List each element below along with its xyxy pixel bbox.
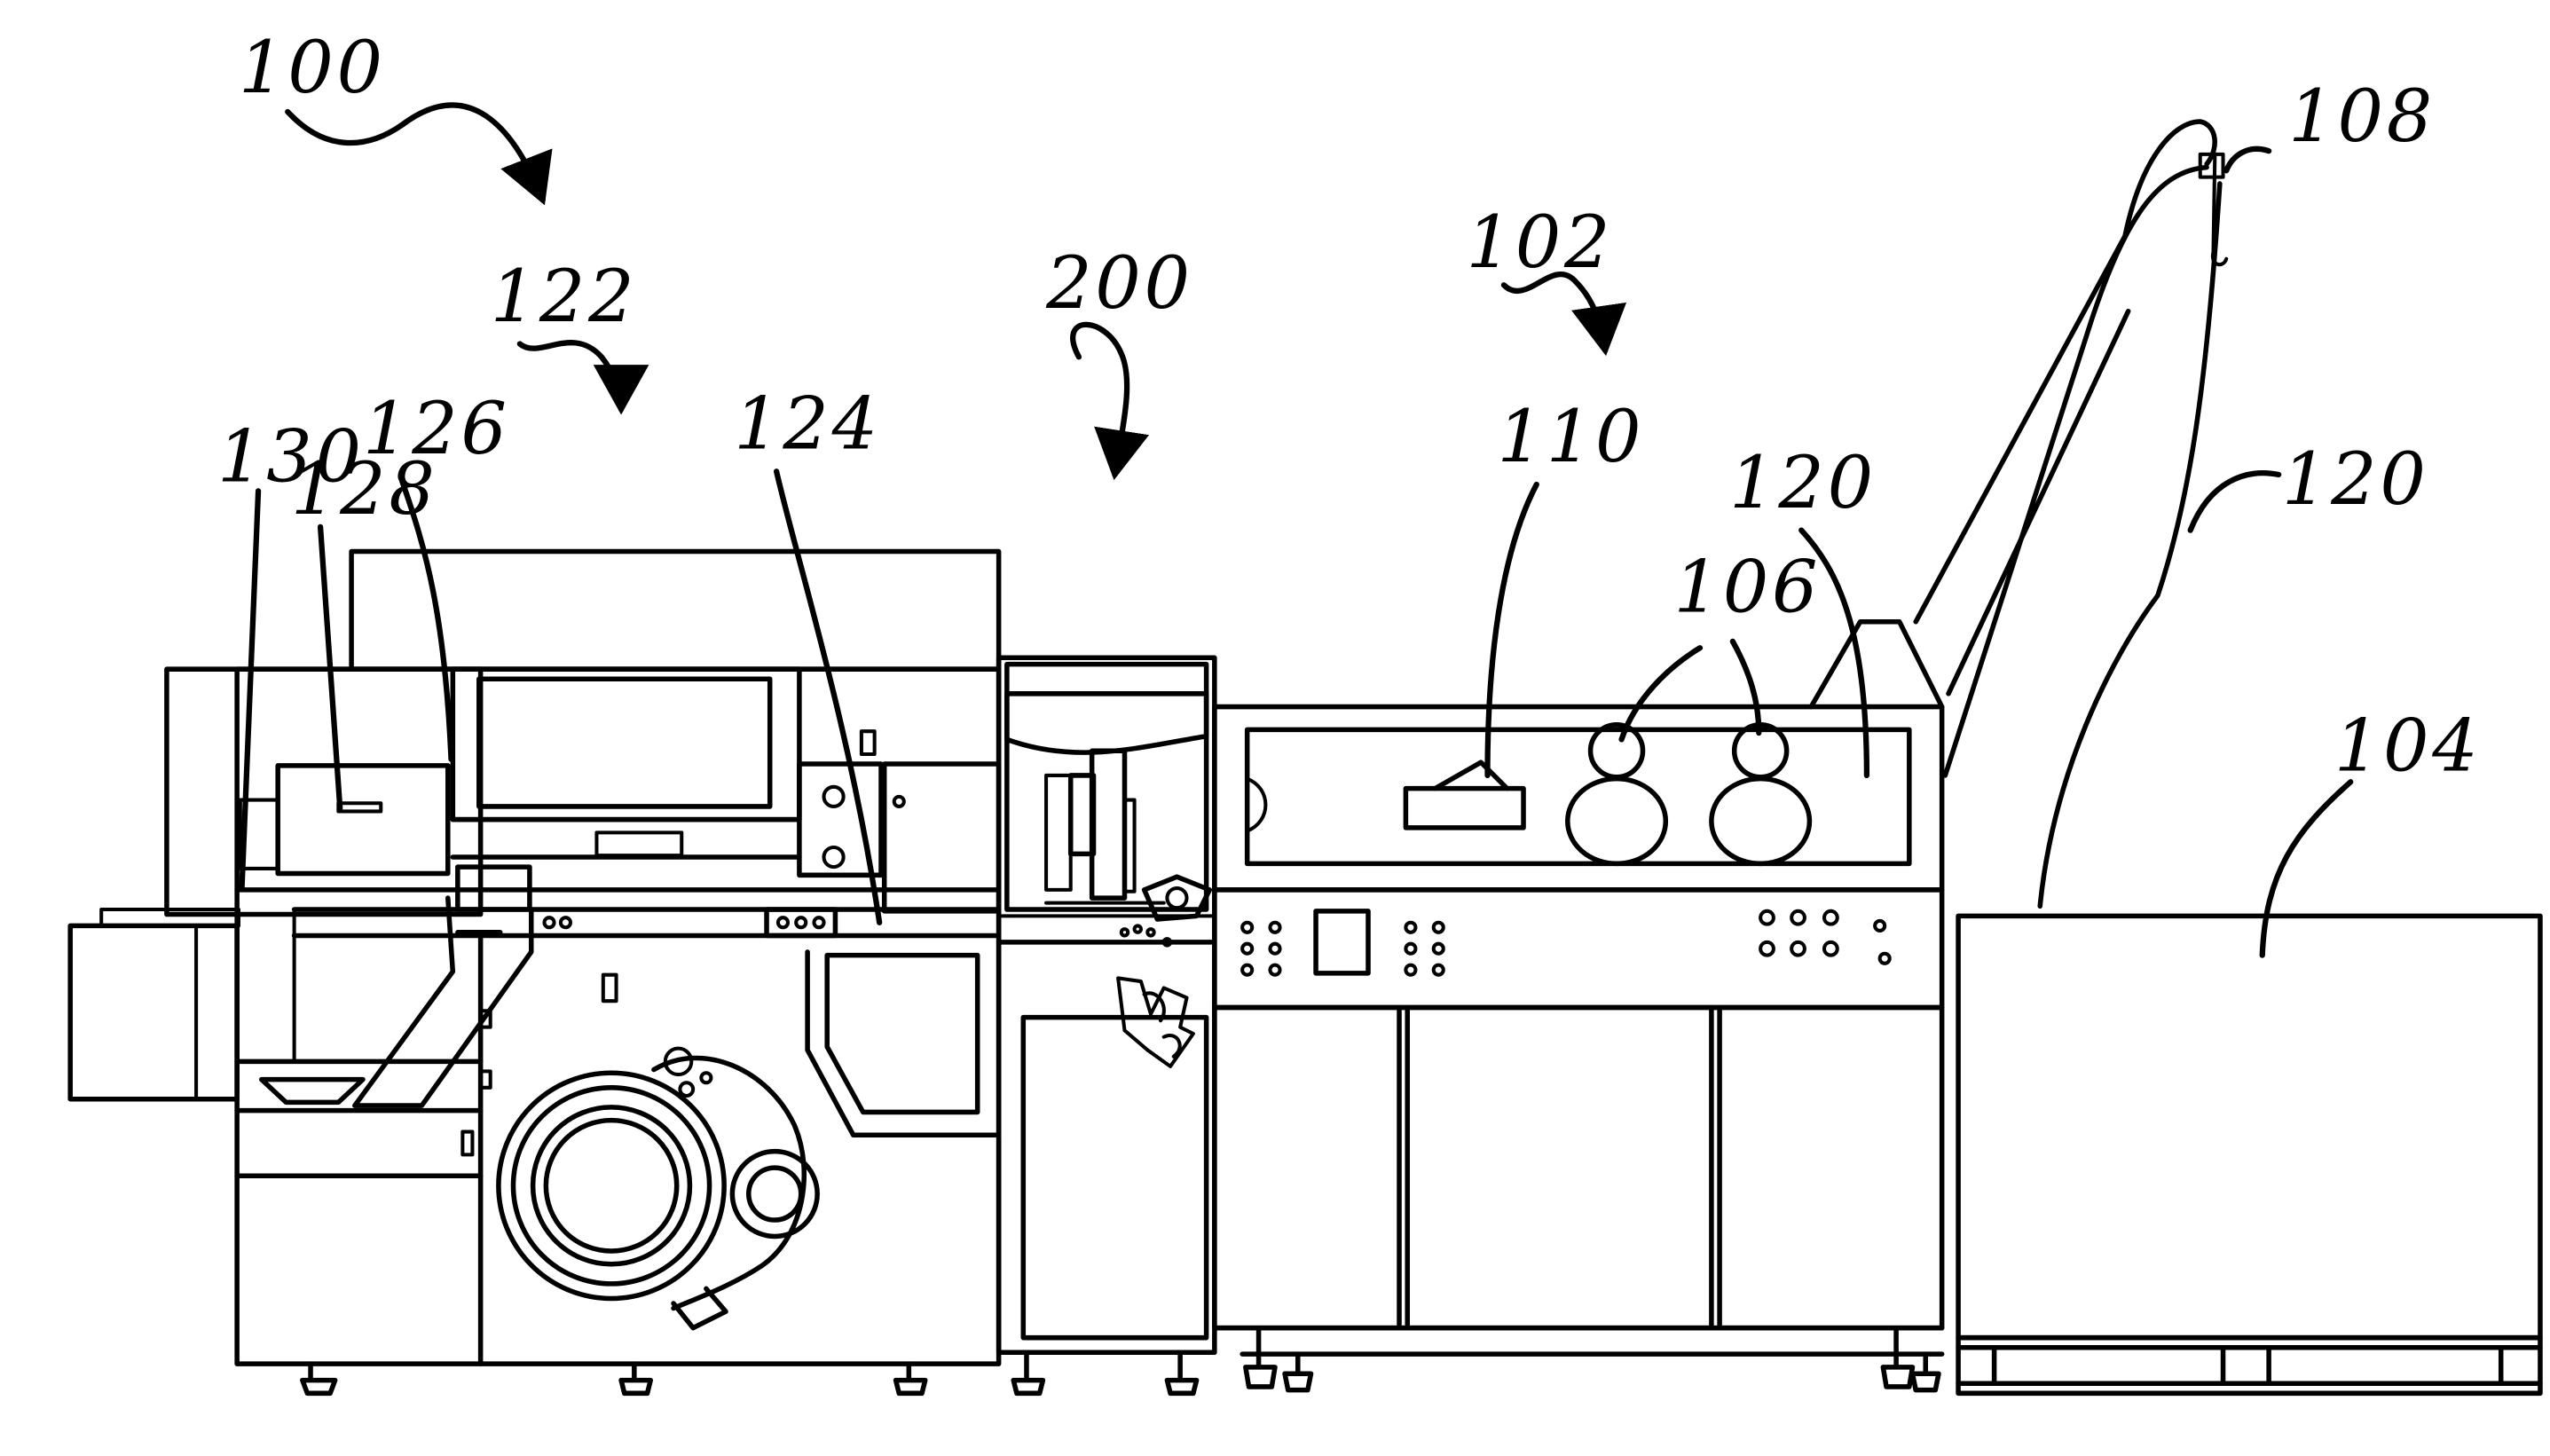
label-100: 100 [239, 27, 386, 110]
leader-lines [242, 105, 2351, 955]
label-106: 106 [1674, 547, 1822, 630]
middle-module [999, 657, 1215, 1393]
label-122: 122 [491, 256, 638, 339]
label-120-right: 120 [2282, 438, 2429, 522]
infeed-machine [70, 552, 998, 1394]
label-104: 104 [2334, 704, 2482, 788]
reference-labels: 100 122 130 128 126 124 200 102 110 120 … [217, 27, 2482, 789]
label-108: 108 [2288, 75, 2436, 159]
label-120-left: 120 [1729, 442, 1877, 525]
packaging-machine [1215, 122, 2226, 1390]
label-102: 102 [1467, 201, 1614, 285]
label-126: 126 [363, 388, 510, 471]
label-110: 110 [1498, 396, 1645, 479]
collection-bin [1958, 916, 2540, 1393]
label-124: 124 [734, 382, 881, 466]
label-200: 200 [1045, 242, 1193, 326]
